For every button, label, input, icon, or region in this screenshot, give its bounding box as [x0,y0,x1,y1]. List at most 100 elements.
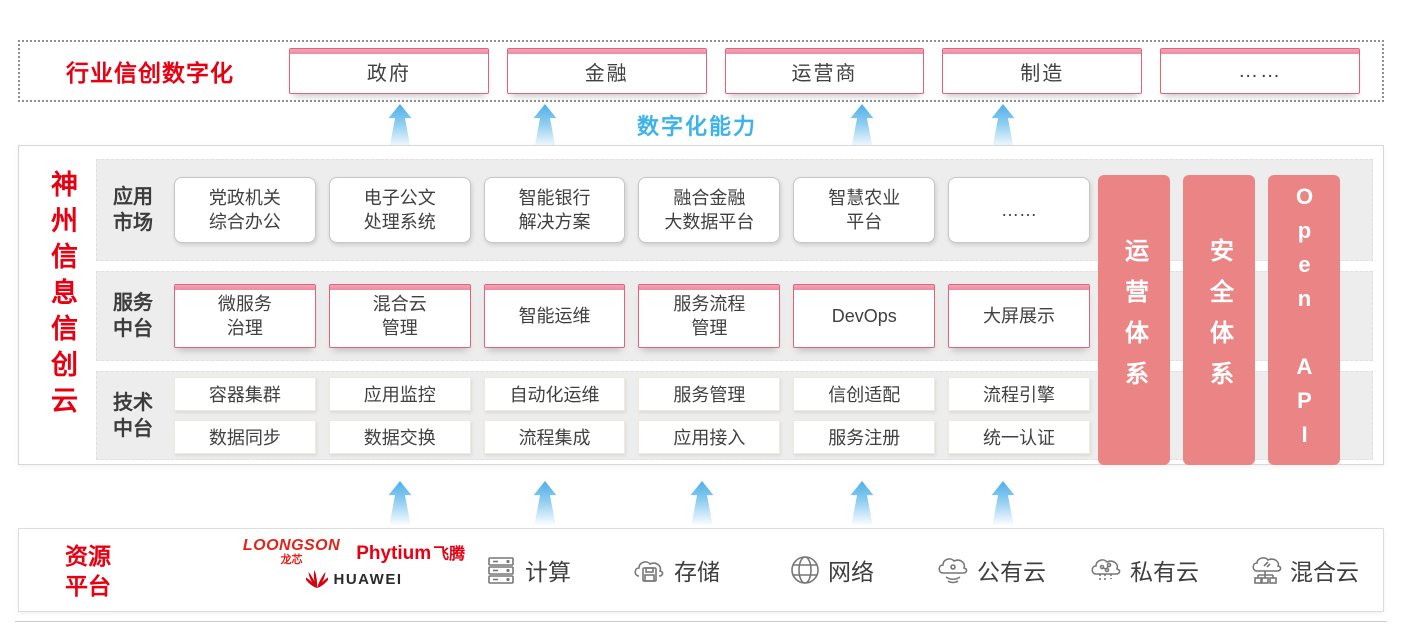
app-item: 党政机关 综合办公 [174,177,316,243]
tech-item: 服务注册 [793,420,936,454]
resource-item-public-cloud: 公有云 [934,553,1046,587]
phytium-cn-label: 飞腾 [433,545,466,563]
app-item-line: 综合办公 [208,212,281,232]
resource-item-hybrid-cloud: 混合云 [1247,553,1359,587]
industry-item-telecom: 运营商 [724,48,925,94]
service-item-line: 微服务 [217,293,272,314]
phytium-logo: Phytium 飞腾 [356,540,465,565]
pillar-label: 安全体系 [1205,238,1233,402]
service-item-line: 智能运维 [518,305,591,326]
row-label: 应用市场 [113,186,153,234]
tech-item: 应用接入 [638,420,781,454]
network-globe-icon [789,554,821,586]
huawei-logo: HUAWEI [305,569,403,589]
app-item-line: …… [1001,199,1038,220]
tech-item: 服务管理 [638,377,781,411]
capability-label: 数字化能力 [637,114,758,139]
resource-item-storage: 存储 [631,553,720,587]
storage-cloud-icon [631,554,667,586]
up-arrow-icon [850,104,874,148]
service-item-line: 服务流程 [673,293,746,314]
service-item-line: 治理 [226,318,263,338]
industry-item-label: 运营商 [791,62,858,85]
industry-item-more: …… [1160,48,1360,94]
pillar-operation-system: 运营体系 [1098,175,1170,465]
vendor-logos: LOONGSON 龙芯 Phytium 飞腾 [209,538,499,589]
service-item-line: 混合云 [372,293,427,314]
service-item-line: 管理 [381,318,418,338]
phytium-wordmark: Phytium [356,542,432,564]
hybrid-cloud-icon [1247,554,1283,586]
resource-item-private-cloud: 私有云 [1087,553,1199,587]
tech-item: 应用监控 [328,377,471,411]
industry-item-finance: 金融 [506,48,707,94]
bottom-divider [15,621,1387,622]
service-item: 大屏展示 [948,284,1090,348]
industry-item-label: 政府 [366,62,411,85]
compute-server-icon [484,554,518,586]
tech-grid-line: 数据同步 数据交换 流程集成 应用接入 服务注册 统一认证 [174,420,1090,454]
resource-platform-title: 资源平台 [65,543,111,599]
resource-item-label: 计算 [525,559,571,585]
vendor-row: LOONGSON 龙芯 Phytium 飞腾 [243,538,465,566]
tech-item: 数据同步 [174,420,316,454]
app-item-line: 电子公文 [363,187,436,208]
service-item: DevOps [793,284,936,348]
platform-box: 神州信息信创云 应用市场 党政机关 综合办公 电子公文 处理系统 智能银行 解决… [18,145,1384,465]
industry-banner: 行业信创数字化 政府 金融 运营商 制造 …… [18,40,1384,102]
up-arrow-icon [991,104,1015,148]
service-item-line: 大屏展示 [983,305,1056,326]
industry-item-label: …… [1238,59,1283,82]
huawei-flower-icon [305,570,328,588]
tech-item: 流程集成 [483,420,626,454]
app-item: 智慧农业 平台 [793,177,936,243]
private-cloud-icon [1087,554,1123,586]
app-item-line: 平台 [846,212,883,232]
app-item-line: 处理系统 [363,212,436,232]
loongson-wordmark: LOONGSON [242,537,341,554]
app-item-line: 党政机关 [208,187,281,208]
service-item: 服务流程 管理 [638,284,781,348]
app-item-line: 融合金融 [673,187,746,208]
industry-item-manufacturing: 制造 [942,48,1143,94]
up-arrow-icon [533,481,557,525]
app-item-more: …… [948,177,1090,243]
row-application-market: 应用市场 党政机关 综合办公 电子公文 处理系统 智能银行 解决方案 融合金融 … [96,159,1373,261]
loongson-logo: LOONGSON 龙芯 [243,538,340,566]
tech-item: 统一认证 [948,420,1090,454]
tech-item: 容器集群 [174,377,316,411]
app-item: 电子公文 处理系统 [328,177,471,243]
tech-item: 流程引擎 [948,377,1090,411]
industry-item-government: 政府 [289,48,489,94]
service-item: 微服务 治理 [174,284,316,348]
resource-item-label: 混合云 [1290,559,1359,585]
resource-item-label: 公有云 [977,559,1046,585]
up-arrow-icon [850,481,874,525]
row-tech-platform: 技术中台 容器集群 应用监控 自动化运维 服务管理 信创适配 流程引擎 数据同步… [96,371,1373,460]
resource-item-label: 网络 [828,559,874,585]
huawei-wordmark: HUAWEI [333,570,403,588]
pillar-open-api: Open API [1268,175,1340,465]
service-item-line: DevOps [831,305,897,326]
pillar-label: 运营体系 [1120,238,1148,402]
public-cloud-icon [934,554,970,586]
resource-item-label: 私有云 [1130,559,1199,585]
resource-item-compute: 计算 [484,553,571,587]
service-item: 混合云 管理 [328,284,471,348]
industry-banner-title: 行业信创数字化 [66,60,234,86]
up-arrow-icon [388,104,412,148]
tech-item: 信创适配 [793,377,936,411]
tech-item: 数据交换 [328,420,471,454]
up-arrow-icon [533,104,557,148]
service-item: 智能运维 [483,284,626,348]
platform-vertical-title: 神州信息信创云 [47,170,77,422]
tech-grid-line: 容器集群 应用监控 自动化运维 服务管理 信创适配 流程引擎 [174,377,1090,411]
resource-platform-box: 资源平台 LOONGSON 龙芯 Phytium 飞腾 [18,528,1384,612]
up-arrow-icon [690,481,714,525]
tech-grid: 容器集群 应用监控 自动化运维 服务管理 信创适配 流程引擎 数据同步 数据交换… [174,377,1090,454]
service-item-line: 管理 [691,318,728,338]
resource-item-label: 存储 [674,559,720,585]
pillar-label: Open API [1292,184,1317,456]
app-item-line: 解决方案 [518,212,591,232]
